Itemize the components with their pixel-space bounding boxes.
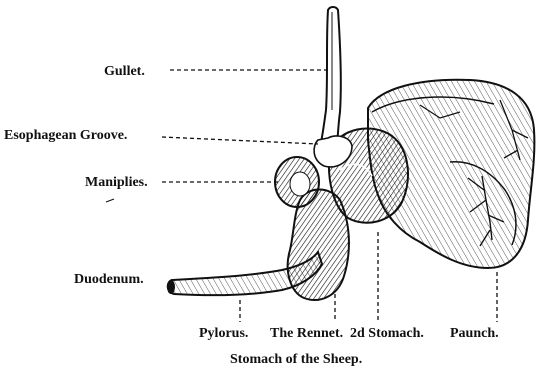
gullet-shape xyxy=(320,7,341,150)
esophageal-groove-label: Esophagean Groove. xyxy=(4,128,127,144)
paunch-label: Paunch. xyxy=(450,326,499,342)
pylorus-label: Pylorus. xyxy=(199,326,248,342)
figure-caption: Stomach of the Sheep. xyxy=(230,352,362,368)
maniplies-label: Maniplies. xyxy=(85,175,148,191)
duodenum-label: Duodenum. xyxy=(74,272,144,288)
second-stomach-label: 2d Stomach. xyxy=(350,326,424,342)
gullet-label: Gullet. xyxy=(104,64,145,80)
rennet-label: The Rennet. xyxy=(270,326,343,342)
groove-leader xyxy=(162,137,318,144)
